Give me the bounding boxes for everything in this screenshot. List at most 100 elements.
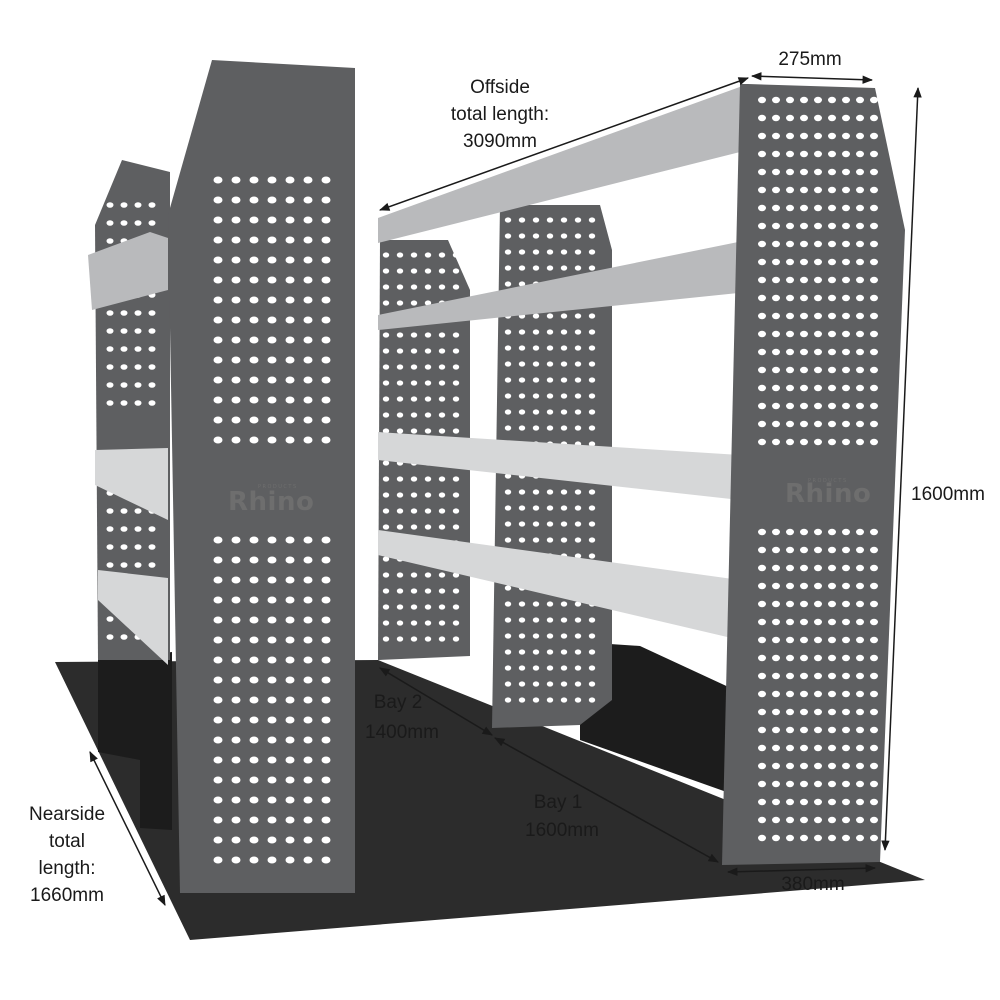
perforation-hole — [856, 186, 864, 194]
perforation-hole — [249, 416, 259, 424]
perforation-hole — [588, 217, 596, 223]
perforation-hole — [303, 816, 313, 824]
perforation-hole — [285, 416, 295, 424]
perforation-hole — [758, 222, 766, 230]
perforation-hole — [424, 252, 432, 258]
perforation-hole — [786, 762, 794, 770]
perforation-hole — [546, 617, 554, 623]
perforation-hole — [213, 736, 223, 744]
perforation-hole — [546, 521, 554, 527]
perforation-hole — [267, 176, 277, 184]
perforation-hole — [856, 330, 864, 338]
perforation-hole — [303, 616, 313, 624]
perforation-hole — [786, 636, 794, 644]
perforation-hole — [518, 649, 526, 655]
perforation-hole — [814, 420, 822, 428]
perforation-hole — [267, 816, 277, 824]
perforation-hole — [786, 528, 794, 536]
perforation-hole — [560, 649, 568, 655]
perforation-hole — [772, 690, 780, 698]
perforation-hole — [285, 556, 295, 564]
perforation-hole — [532, 313, 540, 319]
perforation-hole — [800, 654, 808, 662]
perforation-hole — [546, 377, 554, 383]
perforation-hole — [814, 150, 822, 158]
perforation-hole — [758, 348, 766, 356]
perforation-hole — [504, 281, 512, 287]
perforation-hole — [249, 676, 259, 684]
perforation-hole — [382, 460, 390, 466]
perforation-hole — [303, 596, 313, 604]
perforation-hole — [249, 596, 259, 604]
perforation-hole — [231, 836, 241, 844]
perforation-hole — [213, 856, 223, 864]
perforation-hole — [267, 196, 277, 204]
bay1-dimension-line — [494, 737, 719, 863]
perforation-hole — [148, 364, 156, 370]
perforation-hole — [321, 236, 331, 244]
perforation-hole — [231, 696, 241, 704]
perforation-hole — [588, 393, 596, 399]
perforation-hole — [321, 716, 331, 724]
perforation-hole — [424, 588, 432, 594]
perforation-hole — [842, 654, 850, 662]
perforation-hole — [452, 332, 460, 338]
perforation-hole — [452, 508, 460, 514]
perforation-hole — [249, 436, 259, 444]
perforation-hole — [560, 425, 568, 431]
perforation-hole — [231, 776, 241, 784]
perforation-hole — [134, 382, 142, 388]
perforation-hole — [786, 654, 794, 662]
perforation-hole — [842, 834, 850, 842]
perforation-hole — [410, 412, 418, 418]
bay2-label: Bay 2 1400mm — [365, 692, 439, 743]
bay1-label: Bay 1 1600mm — [525, 792, 599, 841]
perforation-hole — [410, 572, 418, 578]
perforation-hole — [213, 296, 223, 304]
perforation-hole — [106, 238, 114, 244]
perforation-hole — [870, 348, 878, 356]
perforation-hole — [814, 780, 822, 788]
perforation-hole — [231, 396, 241, 404]
perforation-hole — [424, 636, 432, 642]
perforation-hole — [814, 582, 822, 590]
perforation-hole — [267, 416, 277, 424]
perforation-hole — [382, 300, 390, 306]
perforation-hole — [382, 620, 390, 626]
perforation-hole — [532, 345, 540, 351]
perforation-hole — [504, 329, 512, 335]
perforation-hole — [231, 256, 241, 264]
perforation-hole — [828, 114, 836, 122]
perforation-hole — [504, 681, 512, 687]
perforation-hole — [532, 233, 540, 239]
offside-shelf-4 — [378, 530, 740, 640]
perforation-hole — [814, 240, 822, 248]
perforation-hole — [856, 258, 864, 266]
perforation-hole — [574, 217, 582, 223]
perforation-hole — [120, 346, 128, 352]
perforation-hole — [285, 336, 295, 344]
perforation-hole — [786, 708, 794, 716]
perforation-hole — [267, 376, 277, 384]
perforation-hole — [560, 681, 568, 687]
perforation-hole — [786, 258, 794, 266]
perforation-hole — [321, 816, 331, 824]
perforation-hole — [452, 348, 460, 354]
perforation-hole — [382, 524, 390, 530]
perforation-hole — [303, 436, 313, 444]
offside-length-label: Offside total length: 3090mm — [451, 77, 549, 152]
perforation-hole — [758, 258, 766, 266]
perforation-hole — [267, 576, 277, 584]
perforation-hole — [560, 633, 568, 639]
perforation-hole — [518, 265, 526, 271]
perforation-hole — [814, 438, 822, 446]
perforation-hole — [410, 492, 418, 498]
perforation-hole — [504, 649, 512, 655]
perforation-hole — [504, 489, 512, 495]
perforation-hole — [267, 396, 277, 404]
perforation-hole — [285, 436, 295, 444]
perforation-hole — [800, 330, 808, 338]
perforation-hole — [786, 744, 794, 752]
perforation-hole — [321, 636, 331, 644]
perforation-hole — [588, 345, 596, 351]
